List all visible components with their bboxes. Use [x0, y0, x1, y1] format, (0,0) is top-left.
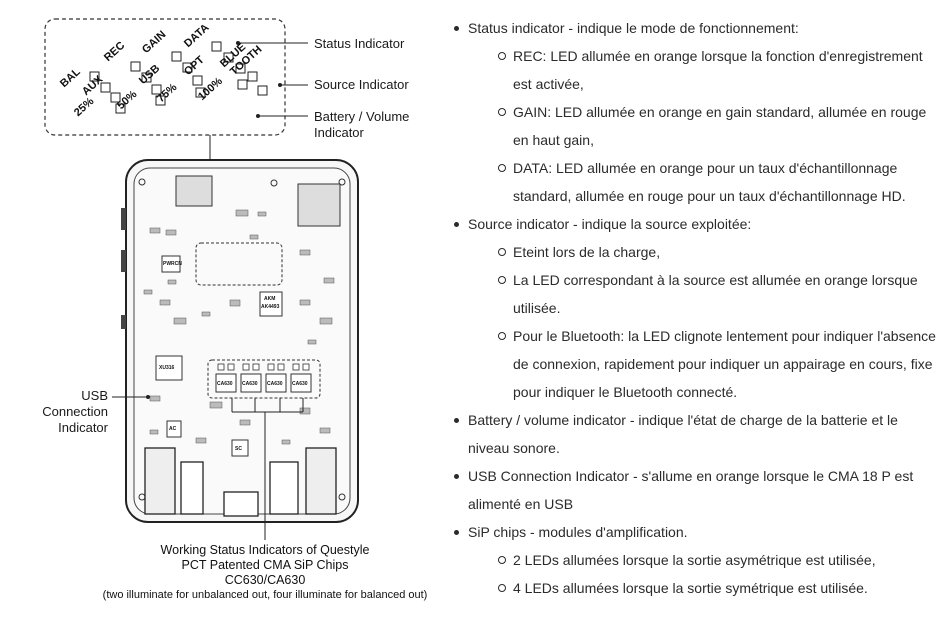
- callout-usb-line2: Connection: [42, 404, 108, 419]
- callout-usb-line1: USB: [81, 388, 108, 403]
- status-sublist: REC: LED allumée en orange lorsque la fo…: [468, 42, 940, 210]
- bullet-status-title: Status indicator - indique le mode de fo…: [468, 20, 799, 36]
- sip-chip-4: CA630: [292, 381, 308, 387]
- sip-item-2leds: 2 LEDs allumées lorsque la sortie asymét…: [468, 546, 940, 574]
- sip-chip-1: CA630: [217, 381, 233, 387]
- callout-battery-line2: Indicator: [314, 125, 364, 140]
- callout-status: Status Indicator: [314, 36, 405, 51]
- callout-usb: USB Connection Indicator: [30, 388, 108, 436]
- sip-sublist: 2 LEDs allumées lorsque la sortie asymét…: [468, 546, 940, 602]
- bullet-usb: USB Connection Indicator - s'allume en o…: [450, 462, 940, 518]
- callout-battery: Battery / Volume Indicator: [314, 109, 409, 141]
- caption-line2: PCT Patented CMA SiP Chips: [181, 558, 349, 572]
- bullet-sip: SiP chips - modules d'amplification. 2 L…: [450, 518, 940, 602]
- led-zoom-inset: [44, 18, 286, 136]
- callout-battery-line1: Battery / Volume: [314, 109, 410, 124]
- inset-led-group: [89, 41, 268, 114]
- bullet-source-title: Source indicator - indique la source exp…: [468, 216, 752, 232]
- callout-source: Source Indicator: [314, 77, 409, 92]
- status-item-data: DATA: LED allumée en orange pour un taux…: [468, 154, 940, 210]
- caption-line4: (two illuminate for unbalanced out, four…: [102, 589, 428, 601]
- bullet-sip-title: SiP chips - modules d'amplification.: [468, 524, 688, 540]
- source-item-charge: Eteint lors de la charge,: [468, 238, 940, 266]
- caption-line1: Working Status Indicators of Questyle: [160, 543, 370, 557]
- chip-ac: AC: [169, 426, 177, 432]
- chip-xu316: XU316: [159, 365, 175, 371]
- sip-chip-2: CA630: [242, 381, 258, 387]
- description-panel: Status indicator - indique le mode de fo…: [450, 14, 940, 602]
- diagram-caption: Working Status Indicators of Questyle PC…: [80, 543, 450, 603]
- source-item-led: La LED correspondant à la source est all…: [468, 266, 940, 322]
- status-item-gain: GAIN: LED allumée en orange en gain stan…: [468, 98, 940, 154]
- device-diagram-svg: [44, 18, 359, 540]
- bullet-source: Source indicator - indique la source exp…: [450, 210, 940, 406]
- chip-ak4493: AK4493: [261, 304, 280, 310]
- bullet-battery: Battery / volume indicator - indique l'é…: [450, 406, 940, 462]
- source-sublist: Eteint lors de la charge, La LED corresp…: [468, 238, 940, 406]
- device-diagram: BAL REC GAIN DATA AUX USB OPT BLUE TOOTH…: [0, 0, 440, 634]
- sip-chip-3: CA630: [267, 381, 283, 387]
- chip-akm: AKM: [264, 296, 276, 302]
- chip-sc: SC: [235, 446, 242, 452]
- caption-line3: CC630/CA630: [224, 573, 306, 587]
- bullet-status: Status indicator - indique le mode de fo…: [450, 14, 940, 210]
- status-item-rec: REC: LED allumée en orange lorsque la fo…: [468, 42, 940, 98]
- description-list: Status indicator - indique le mode de fo…: [450, 14, 940, 602]
- sip-item-4leds: 4 LEDs allumées lorsque la sortie symétr…: [468, 574, 940, 602]
- chip-pwr: PWRCN: [163, 261, 182, 267]
- callout-usb-line3: Indicator: [58, 420, 108, 435]
- source-item-bluetooth: Pour le Bluetooth: la LED clignote lente…: [468, 322, 940, 406]
